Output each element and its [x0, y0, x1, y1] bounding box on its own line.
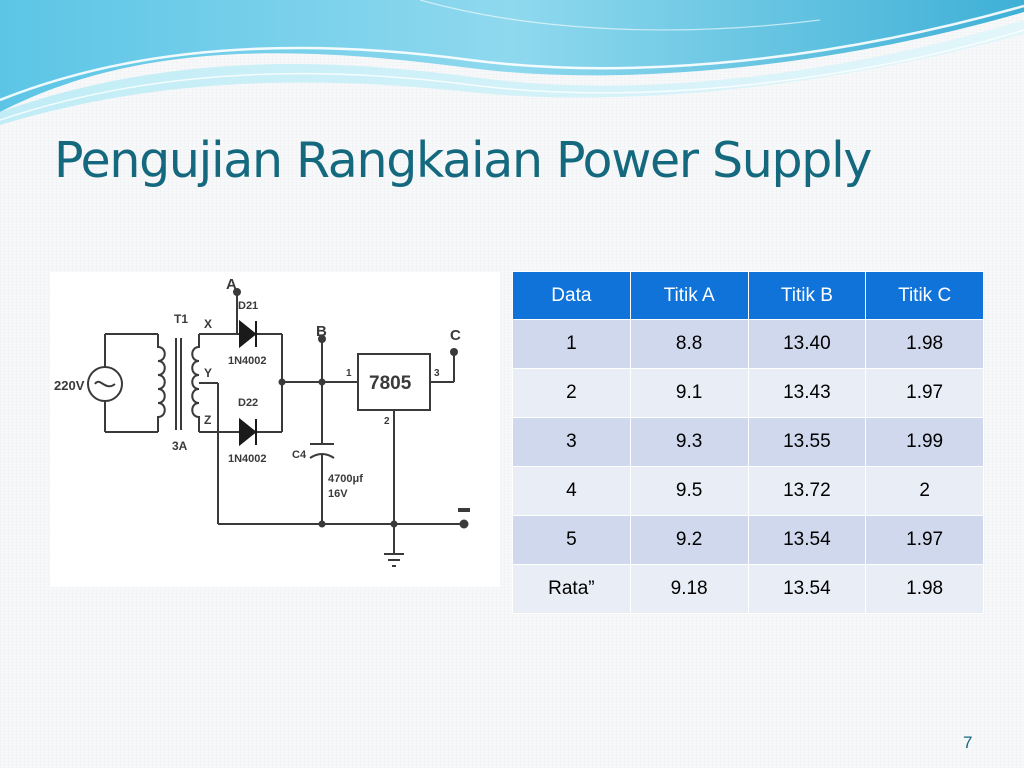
table-cell: 5 — [512, 515, 631, 565]
table-cell: 4 — [512, 466, 631, 516]
capacitor-value-label: 4700μf — [328, 473, 363, 485]
table-cell: 9.1 — [629, 368, 749, 418]
regulator-pin-1-label: 1 — [346, 368, 352, 379]
circuit-diagram: 220V T1 3A X Y Z A B C D21 1N4002 D22 1N… — [54, 276, 470, 567]
table-cell: 8.8 — [629, 319, 749, 369]
table-cell: 9.5 — [629, 466, 749, 516]
tap-x-label: X — [204, 317, 212, 331]
point-a-label: A — [226, 276, 237, 293]
table-cell: 9.18 — [629, 564, 749, 614]
slide-number: 7 — [963, 733, 973, 752]
table-cell: 13.43 — [747, 368, 867, 418]
tap-z-label: Z — [204, 413, 211, 427]
column-header-titik-a: Titik A — [629, 271, 749, 320]
capacitor-label: C4 — [292, 449, 307, 461]
column-header-data: Data — [512, 271, 631, 320]
table-cell: 9.3 — [629, 417, 749, 467]
diode-d21-label: D21 — [238, 300, 258, 312]
table-cell: 9.2 — [629, 515, 749, 565]
measurement-table: Data Titik A Titik B Titik C 1 8.8 13.40… — [512, 271, 984, 614]
regulator-pin-3-label: 3 — [434, 368, 440, 379]
table-cell: 1.97 — [865, 515, 984, 565]
table-cell: 13.54 — [747, 515, 867, 565]
tap-y-label: Y — [204, 366, 212, 380]
point-b-label: B — [316, 323, 327, 340]
transformer-rating-label: 3A — [172, 439, 188, 453]
slide-title: Pengujian Rangkaian Power Supply — [54, 132, 872, 189]
table-cell: 13.54 — [747, 564, 867, 614]
diode-d22-part-label: 1N4002 — [228, 453, 267, 465]
point-c-label: C — [450, 327, 461, 344]
power-supply-schematic: 220V T1 3A X Y Z A B C D21 1N4002 D22 1N… — [50, 272, 500, 587]
capacitor-voltage-label: 16V — [328, 488, 348, 500]
table-cell: 1.99 — [865, 417, 984, 467]
column-header-titik-b: Titik B — [747, 271, 867, 320]
table-cell: 13.72 — [747, 466, 867, 516]
table-cell: 2 — [512, 368, 631, 418]
table-cell: 13.55 — [747, 417, 867, 467]
regulator-label: 7805 — [369, 373, 412, 394]
table-cell: 1.97 — [865, 368, 984, 418]
table-header-row: Data Titik A Titik B Titik C — [512, 271, 984, 320]
column-header-titik-c: Titik C — [865, 271, 984, 320]
table-cell: 3 — [512, 417, 631, 467]
table-cell: 2 — [865, 466, 984, 516]
table-row: 2 9.1 13.43 1.97 — [512, 368, 984, 418]
table-cell: 1.98 — [865, 564, 984, 614]
table-row-average: Rata” 9.18 13.54 1.98 — [512, 564, 984, 614]
diode-d22-label: D22 — [238, 397, 258, 409]
table-row: 4 9.5 13.72 2 — [512, 466, 984, 516]
header-wave-decoration — [0, 0, 1024, 125]
table-cell: 1 — [512, 319, 631, 369]
regulator-pin-2-label: 2 — [384, 416, 390, 427]
table-row: 5 9.2 13.54 1.97 — [512, 515, 984, 565]
table-cell: Rata” — [512, 564, 631, 614]
table-cell: 13.40 — [747, 319, 867, 369]
transformer-label: T1 — [174, 312, 188, 326]
table-row: 3 9.3 13.55 1.99 — [512, 417, 984, 467]
table-cell: 1.98 — [865, 319, 984, 369]
diode-d21-part-label: 1N4002 — [228, 355, 267, 367]
source-voltage-label: 220V — [54, 378, 85, 393]
table-row: 1 8.8 13.40 1.98 — [512, 319, 984, 369]
